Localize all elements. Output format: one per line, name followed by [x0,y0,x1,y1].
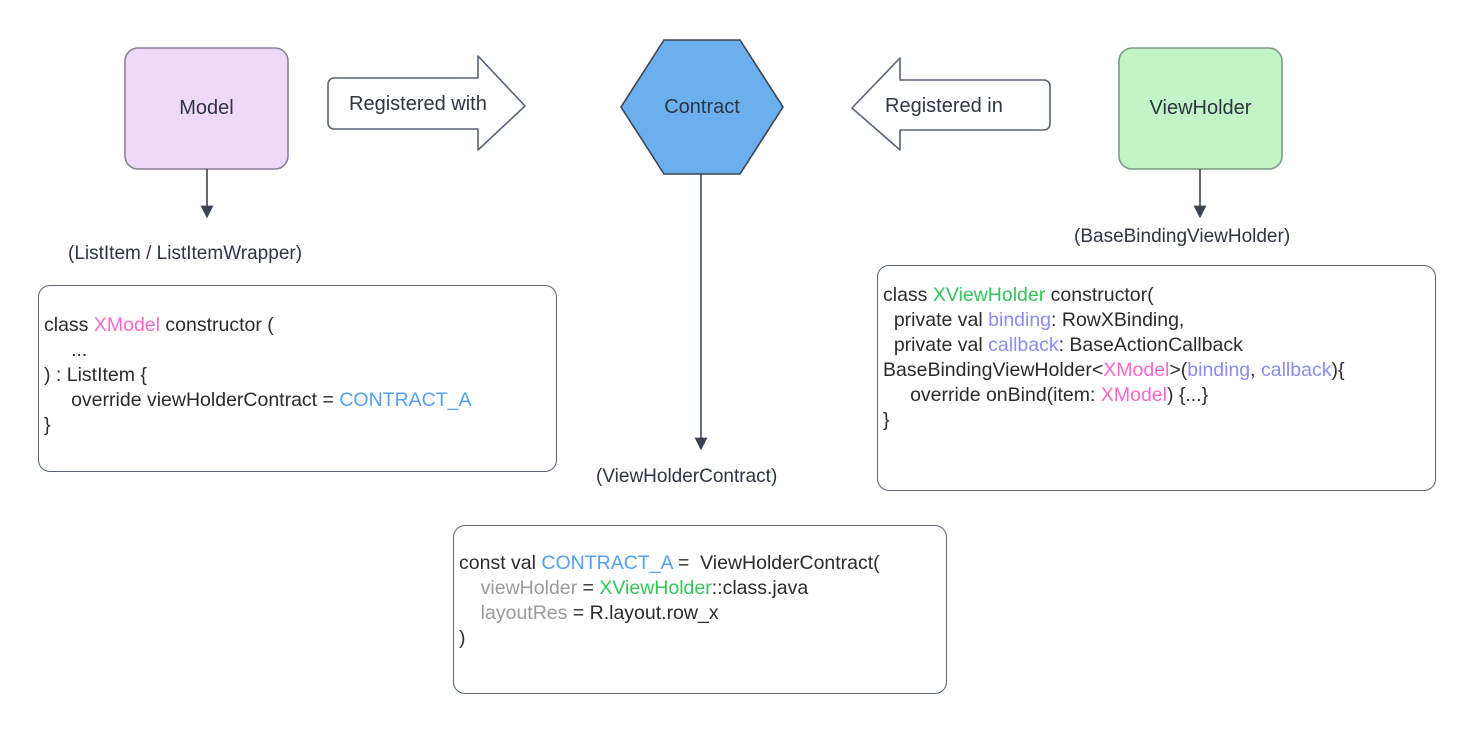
code-token: ::class.java [711,577,809,599]
code-token: layoutRes [480,602,568,624]
code-token: , [1250,359,1261,381]
code-token: binding [1187,359,1251,381]
code-token: ... [44,339,88,361]
caption-model: (ListItem / ListItemWrapper) [68,243,303,264]
node-model[interactable] [124,47,289,170]
code-token: = ViewHolderContract( [672,552,880,574]
code-box-viewholder-content: class XViewHolder constructor( private v… [883,283,1344,433]
code-token: ) : ListItem { [44,364,147,386]
code-line: private val binding: RowXBinding, [883,308,1344,333]
code-box-model[interactable]: class XModel constructor ( ... ) : ListIt… [38,285,557,472]
code-line: } [44,413,472,438]
caption-contract: (ViewHolderContract) [596,466,778,487]
code-line: } [883,408,1344,433]
code-box-contract[interactable]: const val CONTRACT_A = ViewHolderContrac… [453,525,947,694]
code-token [459,602,481,624]
code-token: : BaseActionCallback [1058,334,1243,356]
code-token: callback [988,334,1059,356]
code-line: viewHolder = XViewHolder::class.java [459,576,880,601]
code-token: XModel [93,314,160,336]
code-line: ) : ListItem { [44,363,472,388]
node-contract[interactable] [620,39,784,175]
code-token: class [44,314,94,336]
code-token: } [883,409,890,431]
caption-viewholder: (BaseBindingViewHolder) [1074,226,1291,247]
code-token: XViewHolder [599,577,712,599]
code-token: constructor ( [159,314,274,336]
code-line: layoutRes = R.layout.row_x [459,601,880,626]
code-token: private val [883,309,989,331]
code-line: override viewHolderContract = CONTRACT_A [44,388,472,413]
code-token: override onBind(item: [883,384,1101,406]
code-line: ... [44,338,472,363]
code-token: CONTRACT_A [339,389,472,411]
code-token: XModel [1103,359,1170,381]
code-token [459,577,481,599]
code-token: >( [1169,359,1188,381]
code-token: viewHolder [480,577,578,599]
code-token: XModel [1100,384,1167,406]
code-token: class [883,284,933,306]
code-token: override viewHolderContract = [44,389,340,411]
code-box-contract-content: const val CONTRACT_A = ViewHolderContrac… [459,551,880,651]
code-token: private val [883,334,989,356]
code-token: XViewHolder [932,284,1046,306]
code-token: ) [459,627,466,649]
code-token: } [44,414,51,436]
code-token: = [577,577,600,599]
code-line: ) [459,626,880,651]
code-line: override onBind(item: XModel) {...} [883,383,1344,408]
code-box-model-content: class XModel constructor ( ... ) : ListIt… [44,313,472,438]
code-token: = R.layout.row_x [567,602,719,624]
code-line: BaseBindingViewHolder<XModel>(binding, c… [883,358,1344,383]
code-line: class XViewHolder constructor( [883,283,1344,308]
code-line: const val CONTRACT_A = ViewHolderContrac… [459,551,880,576]
code-token: BaseBindingViewHolder< [883,359,1104,381]
code-token: callback [1261,359,1332,381]
code-token: ) {...} [1166,384,1209,406]
code-token: constructor( [1045,284,1154,306]
code-token: CONTRACT_A [541,552,673,574]
code-token: ){ [1331,359,1345,381]
code-token: binding [988,309,1052,331]
arrow-registered-with[interactable] [327,55,526,151]
code-box-viewholder[interactable]: class XViewHolder constructor( private v… [877,265,1436,491]
code-line: class XModel constructor ( [44,313,472,338]
arrow-registered-in[interactable] [851,57,1051,151]
code-token: : RowXBinding, [1051,309,1185,331]
code-token: const val [459,552,542,574]
node-viewholder[interactable] [1118,47,1283,170]
code-line: private val callback: BaseActionCallback [883,333,1344,358]
